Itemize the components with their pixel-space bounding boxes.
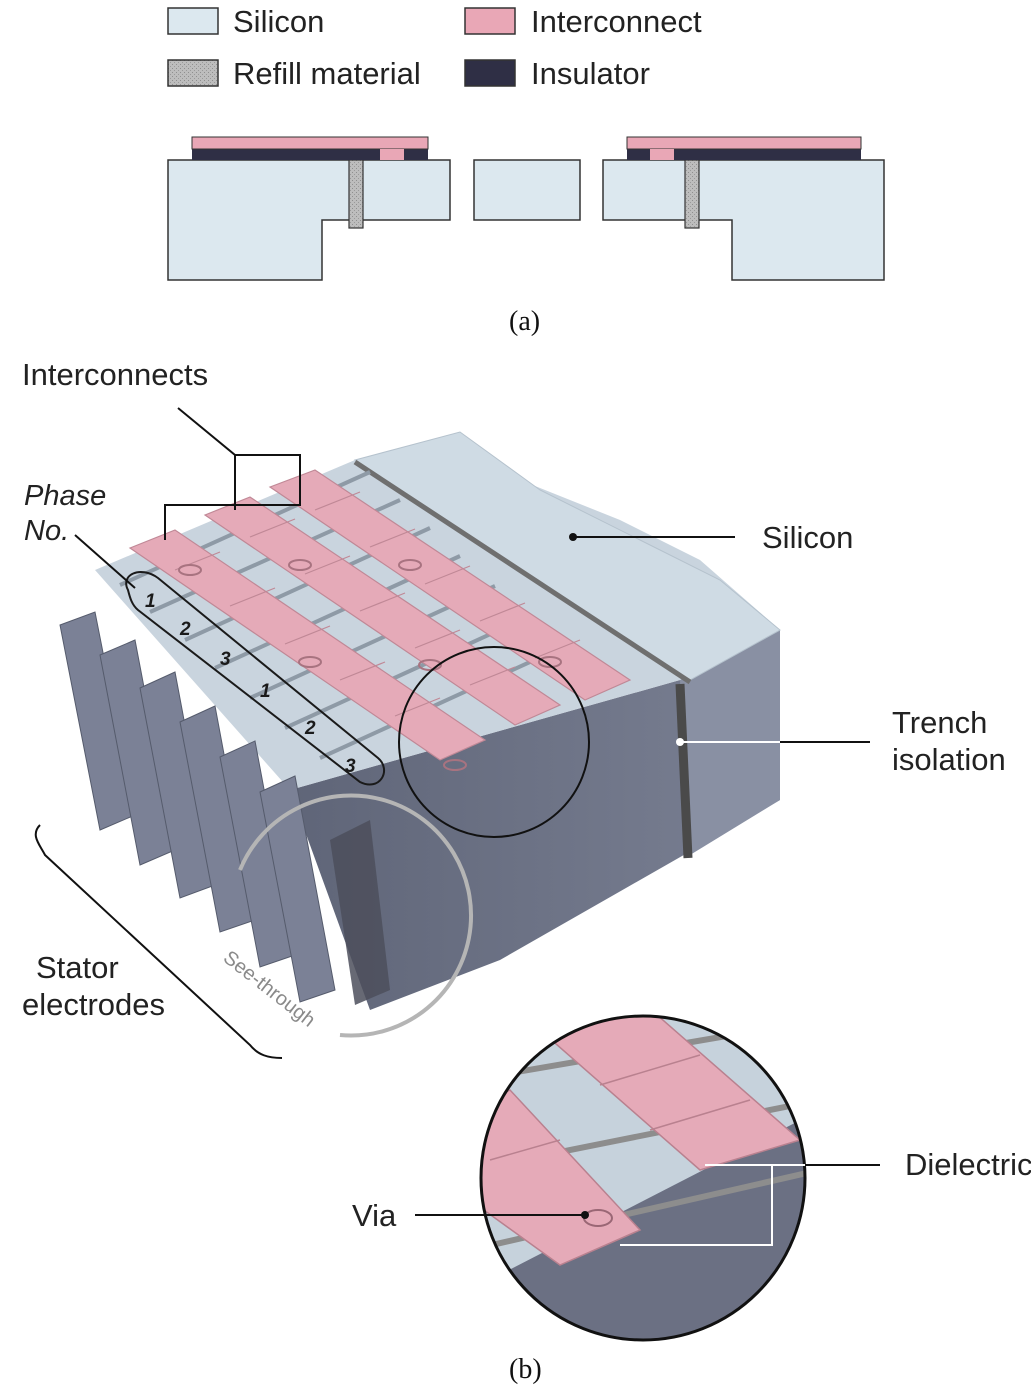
phase-number-2: 2 xyxy=(179,619,191,640)
legend-swatch-insulator xyxy=(464,59,516,87)
silicon-pointer-dot xyxy=(569,533,577,541)
silicon-right-block xyxy=(602,159,885,281)
insulator-left xyxy=(192,149,428,160)
silicon-region xyxy=(353,431,781,681)
phase-number-loop: 1 2 3 1 2 3 xyxy=(125,571,385,786)
via-right xyxy=(650,149,674,160)
trench-isolation-top xyxy=(353,459,692,685)
see-through-ring xyxy=(238,793,474,1038)
silicon-middle-block xyxy=(473,159,581,221)
label-stator-line1: Stator xyxy=(36,950,119,985)
see-through-cutaway xyxy=(238,793,474,1038)
via-icon xyxy=(538,656,562,668)
label-trench-line1: Trench xyxy=(892,705,987,740)
insulator-right xyxy=(627,149,861,160)
phase-loop-outline xyxy=(125,571,385,786)
zoom-indicator-circle xyxy=(398,646,590,838)
legend-label-silicon: Silicon xyxy=(233,4,324,39)
legend-label-refill: Refill material xyxy=(233,56,421,91)
label-silicon: Silicon xyxy=(762,520,853,555)
block-front-face xyxy=(290,630,780,1010)
trench-pointer-dot xyxy=(676,738,684,746)
legend-swatch-interconnect xyxy=(464,7,516,35)
phase-number-6: 3 xyxy=(345,756,356,777)
stator-electrodes xyxy=(59,611,336,1003)
interconnect-left xyxy=(191,136,429,150)
via-icon xyxy=(288,559,312,571)
via-icon xyxy=(178,564,202,576)
vias xyxy=(178,559,562,771)
electrode-fin xyxy=(259,775,336,1003)
interconnect-strips xyxy=(128,469,632,761)
zoom-detail: Dielectric Via xyxy=(352,1014,1031,1342)
illustration-b: 1 2 3 1 2 3 Interconnects Phase No. Sili… xyxy=(22,357,1006,1059)
interconnect-right xyxy=(626,136,862,150)
via-icon xyxy=(418,659,442,671)
phase-number-5: 2 xyxy=(304,718,316,739)
leader-lines xyxy=(34,407,870,1059)
label-interconnects: Interconnects xyxy=(22,357,208,392)
caption-b: (b) xyxy=(509,1354,542,1385)
label-phase-line1: Phase xyxy=(24,480,106,512)
via-icon xyxy=(398,559,422,571)
cross-section-a: (a) xyxy=(167,136,885,337)
zoom-detail-circle xyxy=(479,1014,807,1342)
label-stator-line2: electrodes xyxy=(22,987,165,1022)
label-dielectric: Dielectric xyxy=(905,1147,1031,1182)
via-left xyxy=(380,149,404,160)
label-trench-line2: isolation xyxy=(892,742,1006,777)
interconnect-strip-1 xyxy=(128,529,487,761)
zoom-leader-lines xyxy=(415,1164,880,1246)
caption-a: (a) xyxy=(509,306,540,337)
label-via: Via xyxy=(352,1198,397,1233)
label-phase-line2: No. xyxy=(24,515,69,547)
legend-label-interconnect: Interconnect xyxy=(531,4,702,39)
phase-number-3: 3 xyxy=(220,649,231,670)
refill-left xyxy=(348,159,364,229)
trench-isolation-side xyxy=(675,683,693,859)
phase-number-1: 1 xyxy=(145,591,156,612)
via-icon xyxy=(298,656,322,668)
refill-right xyxy=(684,159,700,229)
legend-swatch-silicon xyxy=(167,7,219,35)
legend: Silicon Interconnect Refill material Ins… xyxy=(167,4,702,91)
phase-number-4: 1 xyxy=(260,681,271,702)
legend-label-insulator: Insulator xyxy=(531,56,650,91)
legend-swatch-refill xyxy=(167,59,219,87)
silicon-left-block xyxy=(167,159,451,281)
via-icon xyxy=(443,759,467,771)
see-through-inner xyxy=(330,820,390,1005)
